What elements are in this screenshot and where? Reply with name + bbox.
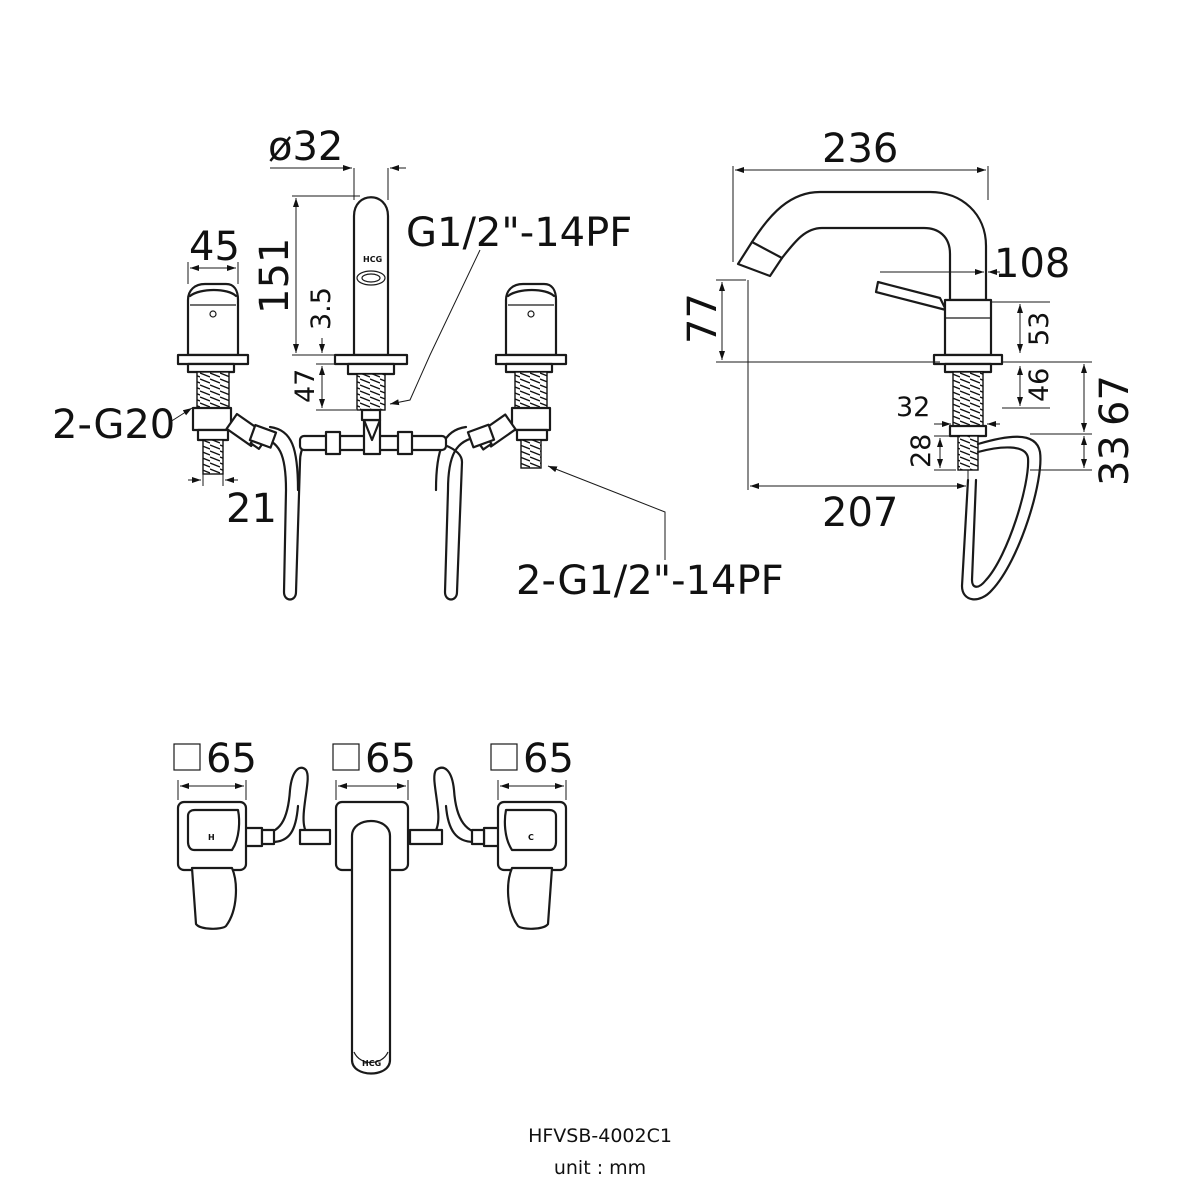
front-dimensions: ø32 151 3.5 47 45 21 bbox=[52, 124, 784, 604]
dim-nipple-width: 21 bbox=[226, 486, 277, 532]
side-view: 236 108 77 53 46 67 33 bbox=[680, 126, 1138, 601]
front-view: HCG bbox=[52, 124, 784, 604]
dim-nut-width: 32 bbox=[896, 392, 930, 423]
dim-handle-width: 45 bbox=[189, 224, 240, 270]
unit-label: unit : mm bbox=[554, 1157, 646, 1179]
dim-body-height: 53 bbox=[1024, 312, 1055, 346]
dim-center-plate: 65 bbox=[365, 736, 416, 782]
dim-nipple-length: 28 bbox=[906, 434, 937, 468]
callout-outlet-thread: G1/2"-14PF bbox=[406, 210, 632, 256]
dim-inlet-length-upper: 67 bbox=[1092, 375, 1138, 426]
centre-spout: HCG bbox=[333, 196, 409, 422]
callout-inlet-thread: 2-G1/2"-14PF bbox=[516, 558, 784, 604]
left-valve bbox=[176, 282, 278, 475]
dim-outlet-height: 77 bbox=[680, 293, 726, 344]
side-dimensions: 236 108 77 53 46 67 33 bbox=[680, 126, 1138, 536]
dim-reach-total: 236 bbox=[822, 126, 898, 172]
dim-spout-shank: 47 bbox=[290, 369, 321, 403]
dim-left-plate: 65 bbox=[206, 736, 257, 782]
top-spout-logo: HCG bbox=[362, 1059, 381, 1068]
dim-right-plate: 65 bbox=[523, 736, 574, 782]
top-view: H HCG C 65 65 65 bbox=[173, 736, 574, 1075]
dim-spout-top-height: 108 bbox=[994, 241, 1070, 287]
right-valve bbox=[466, 282, 568, 469]
footer: HFVSB-4002C1 unit : mm bbox=[528, 1125, 672, 1179]
top-dimensions: 65 65 65 bbox=[173, 736, 574, 800]
dim-aerator-offset: 3.5 bbox=[306, 287, 337, 330]
dim-inlet-length-lower: 33 bbox=[1092, 435, 1138, 486]
dim-outlet-reach: 207 bbox=[822, 490, 898, 536]
callout-hose-thread: 2-G20 bbox=[52, 402, 175, 448]
front-hoses bbox=[256, 418, 480, 601]
model-number: HFVSB-4002C1 bbox=[528, 1125, 672, 1147]
dim-spout-diameter: ø32 bbox=[268, 124, 343, 170]
dim-spout-height: 151 bbox=[252, 238, 298, 314]
cold-mark: C bbox=[528, 833, 534, 842]
hot-mark: H bbox=[208, 833, 215, 842]
spout-logo: HCG bbox=[363, 255, 382, 264]
dim-shank-length: 46 bbox=[1024, 368, 1055, 402]
